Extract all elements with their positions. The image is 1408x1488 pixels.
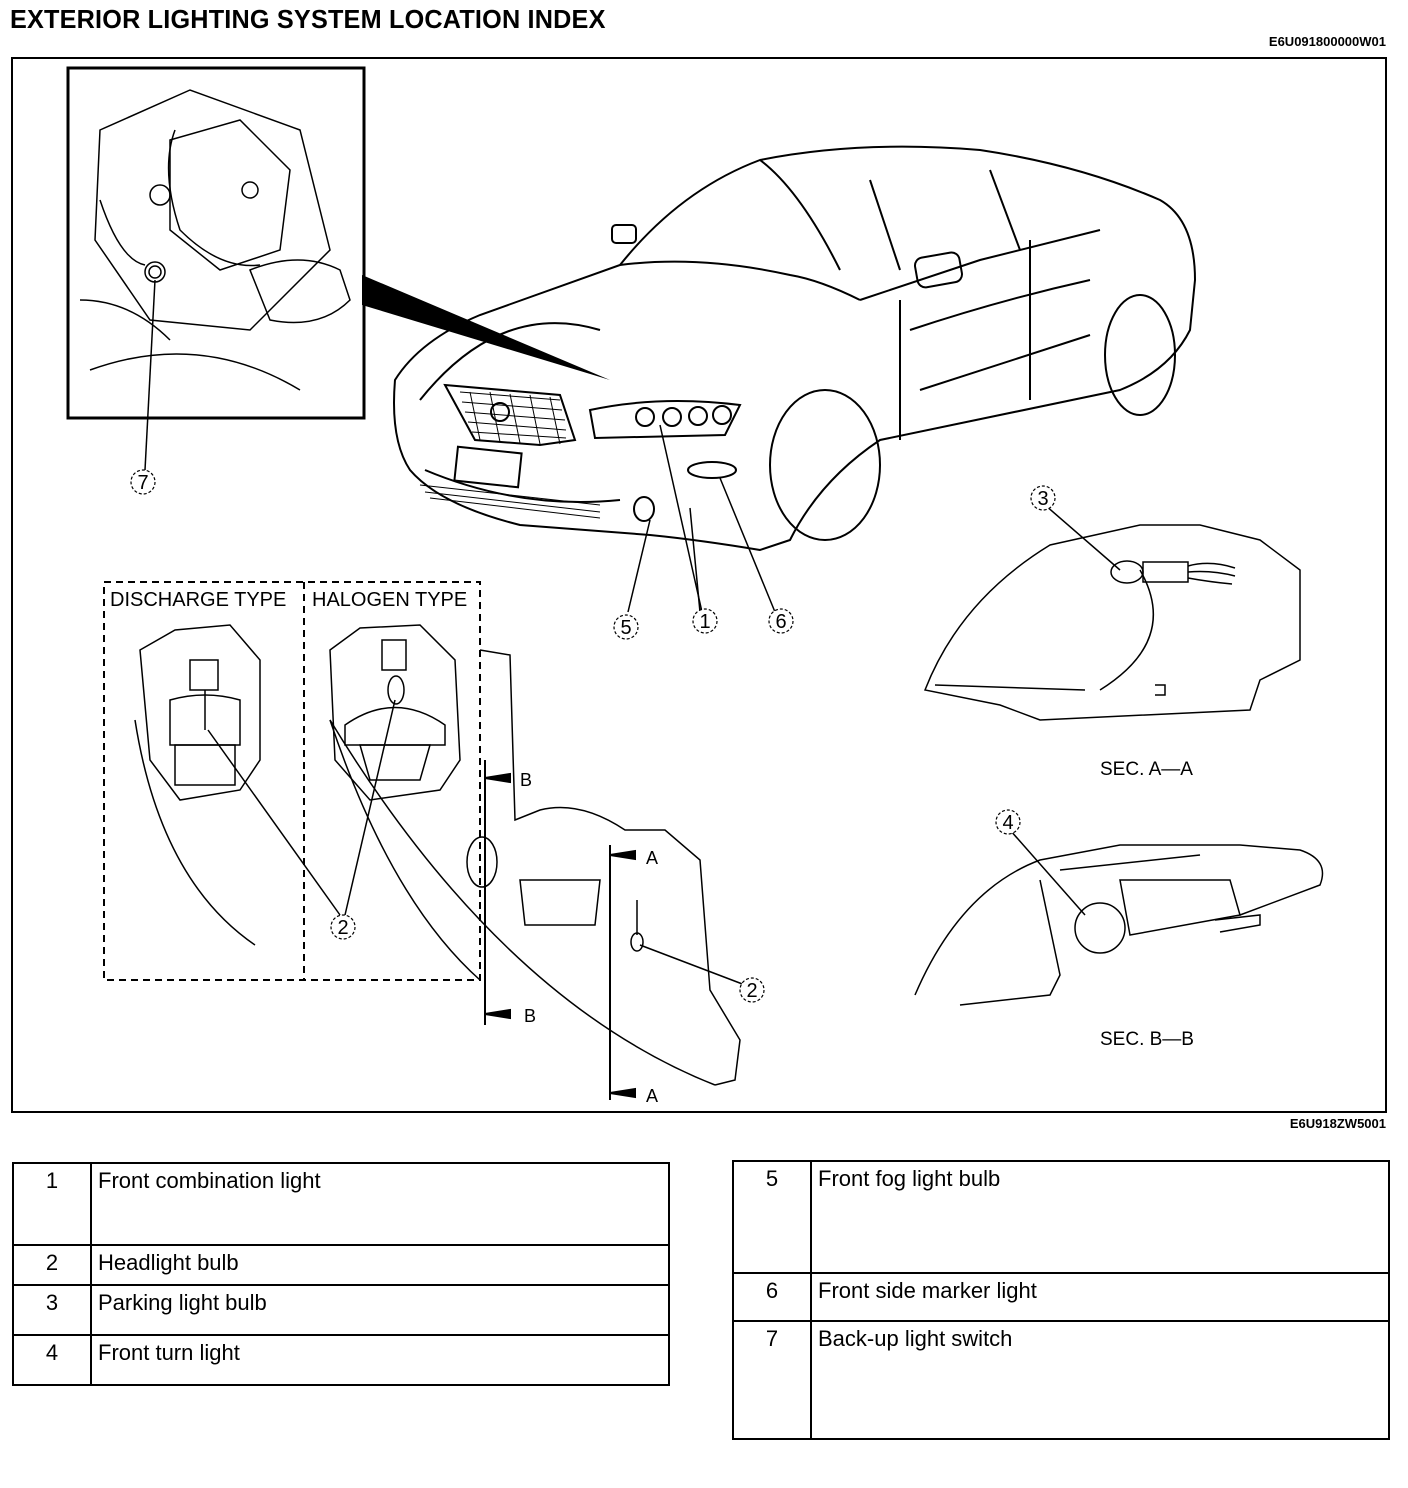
callout-2-assembly: 2 xyxy=(739,977,765,1003)
legend-number: 6 xyxy=(732,1272,812,1322)
label-sec-bb: SEC. B—B xyxy=(1100,1029,1194,1050)
headlight-assembly xyxy=(329,649,741,1086)
section-bb-drawing xyxy=(914,844,1324,1006)
section-a-bottom: A xyxy=(646,1086,658,1106)
label-sec-aa: SEC. A—A xyxy=(1100,759,1193,780)
inset-transmission-detail xyxy=(66,66,366,471)
legend-row: 1 Front combination light xyxy=(12,1162,670,1246)
legend-item-name: Back-up light switch xyxy=(810,1320,1390,1440)
legend-item-name: Front fog light bulb xyxy=(810,1160,1390,1274)
svg-text:2: 2 xyxy=(746,980,757,1002)
legend-row: 7 Back-up light switch xyxy=(732,1320,1390,1440)
legend-row: 4 Front turn light xyxy=(12,1334,670,1386)
section-b-bottom: B xyxy=(524,1006,536,1026)
legend-table-right: 5 Front fog light bulb 6 Front side mark… xyxy=(732,1160,1390,1440)
svg-text:7: 7 xyxy=(137,472,148,494)
inset-leader xyxy=(362,275,610,380)
legend-number: 7 xyxy=(732,1320,812,1440)
callout-6: 6 xyxy=(768,608,794,634)
legend-row: 5 Front fog light bulb xyxy=(732,1160,1390,1274)
legend-table-left: 1 Front combination light 2 Headlight bu… xyxy=(12,1162,670,1386)
discharge-headlight xyxy=(134,624,261,946)
section-b-top: B xyxy=(520,770,532,790)
legend-number: 4 xyxy=(12,1334,92,1386)
svg-text:4: 4 xyxy=(1002,812,1013,834)
callout-1: 1 xyxy=(692,608,718,634)
page-title: EXTERIOR LIGHTING SYSTEM LOCATION INDEX xyxy=(10,4,606,34)
legend-item-name: Front turn light xyxy=(90,1334,670,1386)
legend-item-name: Parking light bulb xyxy=(90,1284,670,1336)
svg-text:1: 1 xyxy=(699,611,710,633)
callout-markers: 7 5 1 6 3 4 2 2 xyxy=(130,469,1056,1003)
callout-5: 5 xyxy=(613,614,639,640)
label-discharge-type: DISCHARGE TYPE xyxy=(110,589,286,611)
callout-7: 7 xyxy=(130,469,156,495)
halogen-headlight xyxy=(329,624,481,981)
document-code: E6U091800000W01 xyxy=(1268,34,1386,49)
callout-4: 4 xyxy=(995,809,1021,835)
lighting-diagram: DISCHARGE TYPE HALOGEN TYPE B B A xyxy=(11,57,1387,1113)
legend-number: 5 xyxy=(732,1160,812,1274)
legend-row: 2 Headlight bulb xyxy=(12,1244,670,1286)
diagram-frame xyxy=(11,57,1387,1113)
section-lines xyxy=(484,760,636,1100)
callout-3: 3 xyxy=(1030,485,1056,511)
car-illustration xyxy=(393,145,1197,552)
svg-text:3: 3 xyxy=(1037,488,1048,510)
headlight-type-box xyxy=(103,581,481,981)
svg-text:6: 6 xyxy=(775,611,786,633)
legend-item-name: Headlight bulb xyxy=(90,1244,670,1286)
legend-number: 3 xyxy=(12,1284,92,1336)
legend-row: 6 Front side marker light xyxy=(732,1272,1390,1322)
callout-leaders xyxy=(207,424,1121,986)
svg-text:5: 5 xyxy=(620,617,631,639)
callout-2-main: 2 xyxy=(330,914,356,940)
figure-code: E6U918ZW5001 xyxy=(1289,1116,1386,1131)
section-aa-drawing xyxy=(923,524,1301,721)
label-halogen-type: HALOGEN TYPE xyxy=(312,589,467,611)
legend-item-name: Front combination light xyxy=(90,1162,670,1246)
svg-text:2: 2 xyxy=(337,917,348,939)
legend-item-name: Front side marker light xyxy=(810,1272,1390,1322)
grille xyxy=(419,391,601,519)
legend-number: 1 xyxy=(12,1162,92,1246)
section-a-top: A xyxy=(646,848,658,868)
legend-number: 2 xyxy=(12,1244,92,1286)
legend-row: 3 Parking light bulb xyxy=(12,1284,670,1336)
